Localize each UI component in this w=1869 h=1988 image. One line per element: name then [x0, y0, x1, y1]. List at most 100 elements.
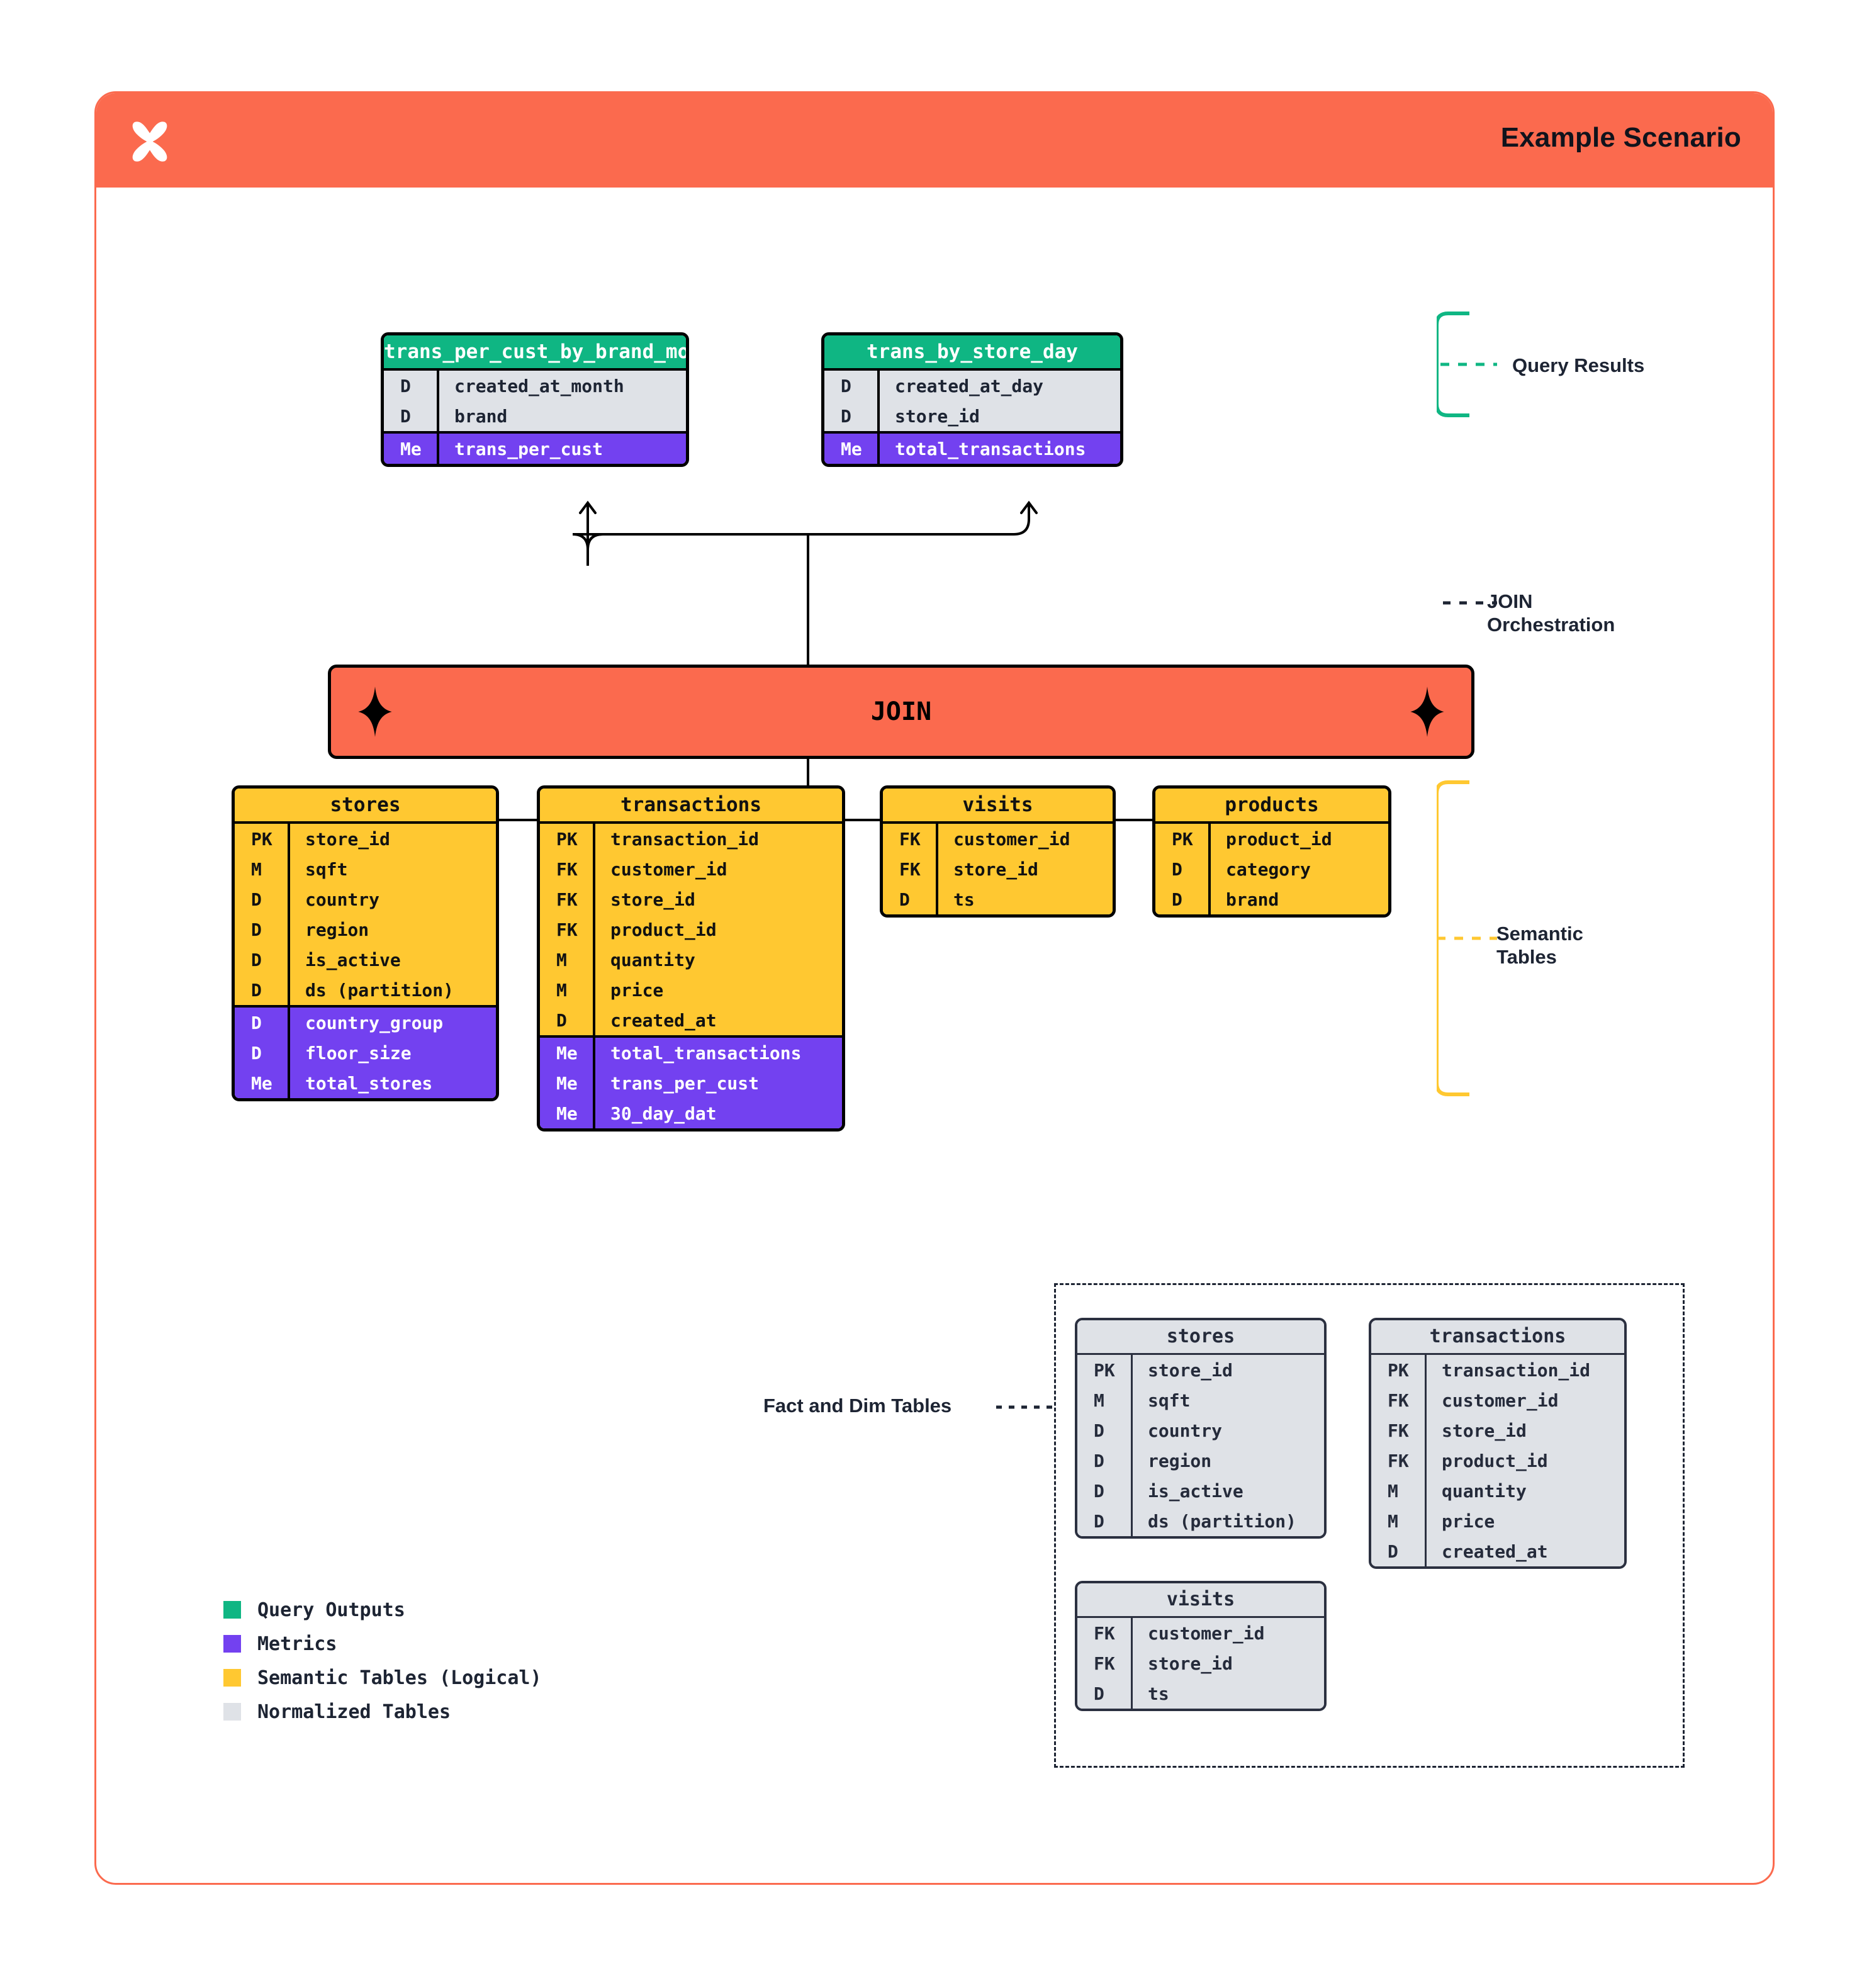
table-row[interactable]: Me trans_per_cust [384, 434, 686, 464]
column-name: is_active [305, 949, 401, 970]
legend-label: Query Outputs [257, 1598, 405, 1621]
page-title: Example Scenario [1500, 122, 1741, 153]
table-title: products [1155, 789, 1388, 821]
metric-section: Me trans_per_cust [384, 431, 686, 464]
column-key: D [1371, 1536, 1427, 1566]
query-result-table-0[interactable]: trans_per_cust_by_brand_month D created_… [381, 332, 689, 467]
column-key: D [384, 401, 439, 431]
column-name: customer_id [1442, 1390, 1559, 1411]
query-result-table-1[interactable]: trans_by_store_day D created_at_day D st… [821, 332, 1123, 467]
column-key: FK [1371, 1446, 1427, 1476]
table-row[interactable]: D store_id [824, 401, 1120, 431]
table-row[interactable]: Me total_transactions [824, 434, 1120, 464]
legend-swatch [223, 1669, 241, 1687]
column-key: M [1371, 1506, 1427, 1536]
column-name: transaction_id [1442, 1359, 1591, 1381]
table-row[interactable]: D created_at_month [384, 371, 686, 401]
column-key: D [1077, 1506, 1133, 1536]
metric-section: Me total_transactions [824, 431, 1120, 464]
annotation-join-orchestration: JOIN Orchestration [1487, 590, 1615, 636]
column-key: Me [540, 1098, 595, 1128]
column-key: FK [540, 854, 595, 884]
annotation-query-results: Query Results [1512, 354, 1645, 376]
column-name: floor_size [305, 1042, 412, 1064]
column-key: D [1077, 1446, 1133, 1476]
column-name: region [1148, 1450, 1212, 1471]
column-name: created_at [610, 1009, 717, 1031]
column-key: D [883, 884, 938, 914]
table-title: transactions [1371, 1320, 1624, 1353]
column-key: D [235, 975, 290, 1005]
column-key: D [1155, 884, 1211, 914]
annotation-fact-and-dim: Fact and Dim Tables [763, 1395, 952, 1417]
join-orchestration-bar[interactable]: JOIN [328, 665, 1474, 759]
column-name: store_id [610, 889, 695, 910]
annotation-semantic-tables: Semantic Tables [1496, 923, 1583, 969]
column-name: region [305, 919, 369, 940]
column-key: M [1077, 1385, 1133, 1415]
table-row[interactable]: D created_at_day [824, 371, 1120, 401]
column-name: transaction_id [610, 828, 760, 850]
legend-label: Semantic Tables (Logical) [257, 1666, 542, 1689]
table-title: trans_per_cust_by_brand_month [384, 335, 686, 368]
column-key: D [235, 1008, 290, 1038]
column-name: sqft [305, 858, 348, 880]
column-name: store_id [953, 858, 1038, 880]
table-row[interactable]: D brand [384, 401, 686, 431]
table-title: stores [1077, 1320, 1324, 1353]
column-key: M [1371, 1476, 1427, 1506]
